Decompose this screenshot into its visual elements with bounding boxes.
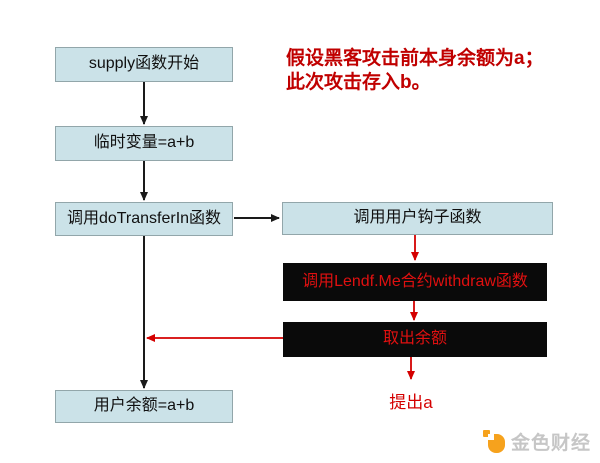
label-withdraw-a: 提出a <box>389 393 433 412</box>
flow-box-withdraw-call: 调用Lendf.Me合约withdraw函数 <box>283 263 547 301</box>
jinse-watermark: 金色财经 <box>483 428 591 455</box>
jinse-brand-text: 金色财经 <box>511 433 592 454</box>
flow-box-user-balance: 用户余额=a+b <box>55 390 233 423</box>
attack-annotation: 假设黑客攻击前本身余额为a； 此次攻击存入b。 <box>286 47 586 95</box>
flow-box-take-out-balance: 取出余额 <box>283 322 547 357</box>
flow-box-do-transfer-in: 调用doTransferIn函数 <box>55 202 233 236</box>
flow-box-user-hook: 调用用户钩子函数 <box>282 202 553 235</box>
annotation-line-2: 此次攻击存入b。 <box>286 72 431 93</box>
annotation-line-1: 假设黑客攻击前本身余额为a； <box>286 48 544 69</box>
jinse-logo-icon <box>483 429 507 454</box>
flow-box-temp-var: 临时变量=a+b <box>55 126 233 161</box>
flow-box-supply-start: supply函数开始 <box>55 47 233 82</box>
